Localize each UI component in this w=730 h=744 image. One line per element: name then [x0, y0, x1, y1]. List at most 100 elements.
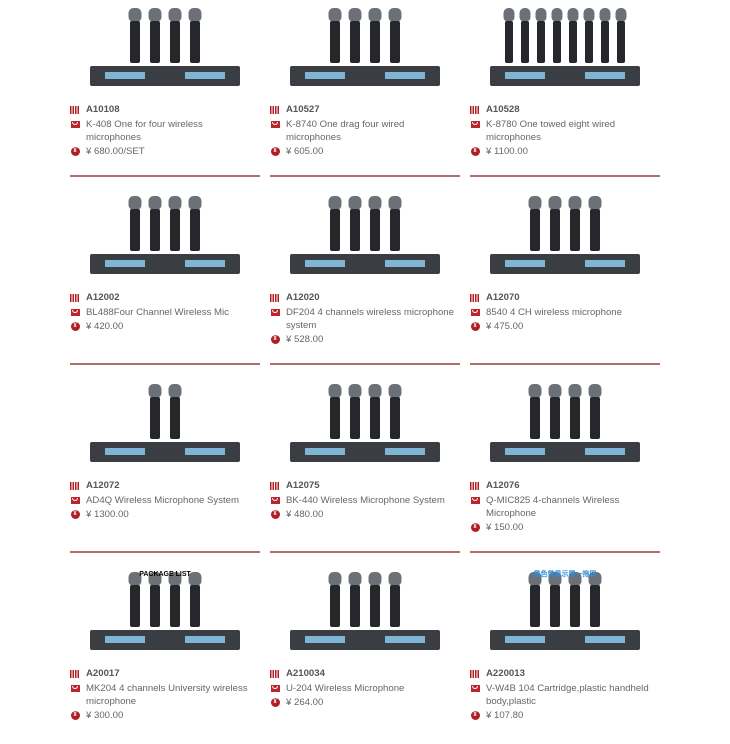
microphone — [348, 572, 362, 627]
receiver — [90, 66, 240, 86]
product-name[interactable]: DF204 4 channels wireless microphone sys… — [286, 306, 454, 331]
envelope-icon — [70, 496, 80, 505]
microphone — [128, 572, 142, 627]
receiver — [490, 630, 640, 650]
product-code: A10528 — [486, 104, 520, 115]
price-icon: ¥ — [270, 510, 280, 519]
product-image[interactable] — [270, 192, 460, 284]
barcode-icon — [70, 293, 80, 302]
product-image[interactable]: 黑色带显示屏一拖四 — [470, 568, 660, 660]
price-icon: ¥ — [470, 711, 480, 720]
product-code: A12076 — [486, 480, 520, 491]
microphone — [388, 572, 402, 627]
microphone — [168, 384, 182, 439]
product-image[interactable] — [470, 4, 660, 96]
product-name[interactable]: BL488Four Channel Wireless Mic — [86, 306, 229, 318]
product-image[interactable] — [270, 568, 460, 660]
product-code: A12002 — [86, 292, 120, 303]
product-name[interactable]: BK-440 Wireless Microphone System — [286, 494, 445, 506]
product-name[interactable]: Q-MIC825 4-channels Wireless Microphone — [486, 494, 620, 519]
envelope-icon — [70, 308, 80, 317]
product-code: A210034 — [286, 668, 325, 679]
product-image[interactable] — [470, 380, 660, 472]
envelope-icon — [70, 120, 80, 129]
envelope-icon — [470, 496, 480, 505]
microphone — [503, 8, 515, 63]
product-card[interactable]: A12002 BL488Four Channel Wireless Mic ¥¥… — [70, 188, 260, 368]
product-card[interactable]: A12072 AD4Q Wireless Microphone System ¥… — [70, 376, 260, 556]
price-icon: ¥ — [70, 147, 80, 156]
product-price: ¥ 605.00 — [286, 146, 324, 157]
receiver — [490, 66, 640, 86]
microphone — [128, 196, 142, 251]
microphone — [528, 384, 542, 439]
envelope-icon — [470, 684, 480, 693]
product-card[interactable]: A210034 U-204 Wireless Microphone ¥ ¥ 264… — [270, 564, 460, 744]
price-icon: ¥ — [270, 147, 280, 156]
product-name[interactable]: U-204 Wireless Microphone — [286, 682, 405, 694]
product-image[interactable] — [70, 380, 260, 472]
receiver — [490, 254, 640, 274]
price-icon: ¥ — [270, 698, 280, 707]
microphone — [168, 196, 182, 251]
microphone — [188, 196, 202, 251]
microphone — [583, 8, 595, 63]
barcode-icon — [270, 481, 280, 490]
microphone — [568, 384, 582, 439]
product-price: ¥ 264.00 — [286, 697, 324, 708]
product-price: ¥ 528.00 — [286, 334, 324, 345]
product-card[interactable]: A12020 DF204 4 channels wireless microph… — [270, 188, 460, 368]
microphone — [348, 196, 362, 251]
product-name[interactable]: MK204 4 channels University wireless mic… — [86, 682, 248, 707]
product-image[interactable] — [70, 4, 260, 96]
receiver — [290, 254, 440, 274]
product-image[interactable] — [470, 192, 660, 284]
product-card[interactable]: A12070 8540 4 CH wireless microphone ¥¥ … — [470, 188, 660, 368]
product-name[interactable]: K-8780 One towed eight wired microphones — [486, 118, 616, 143]
divider — [270, 175, 460, 177]
barcode-icon — [470, 481, 480, 490]
product-price: ¥ 475.00 — [486, 321, 524, 332]
microphone — [568, 572, 582, 627]
microphone — [368, 196, 382, 251]
receiver — [90, 630, 240, 650]
microphone — [168, 572, 182, 627]
price-icon: ¥ — [270, 335, 280, 344]
barcode-icon — [470, 105, 480, 114]
microphone — [348, 8, 362, 63]
price-icon: ¥ — [470, 322, 480, 331]
product-card[interactable]: A10527 K-8740 One drag four wired microp… — [270, 0, 460, 180]
product-card[interactable]: PACKAGE LIST A20017 MK204 4 channels Uni… — [70, 564, 260, 744]
envelope-icon — [470, 308, 480, 317]
microphone — [368, 8, 382, 63]
product-code: A12075 — [286, 480, 320, 491]
product-image[interactable]: PACKAGE LIST — [70, 568, 260, 660]
product-card[interactable]: A10108 K-408 One for four wireless micro… — [70, 0, 260, 180]
product-card[interactable]: A12076 Q-MIC825 4-channels Wireless Micr… — [470, 376, 660, 556]
microphone — [588, 572, 602, 627]
receiver — [90, 442, 240, 462]
product-code: A10527 — [286, 104, 320, 115]
microphone — [328, 8, 342, 63]
product-image[interactable] — [70, 192, 260, 284]
product-price: ¥ 107.80 — [486, 710, 524, 721]
product-card[interactable]: A12075 BK-440 Wireless Microphone System… — [270, 376, 460, 556]
product-name[interactable]: V-W4B 104 Cartridge,plastic handheld bod… — [486, 682, 649, 707]
product-name[interactable]: K-8740 One drag four wired microphones — [286, 118, 405, 143]
product-name[interactable]: K-408 One for four wireless microphones — [86, 118, 203, 143]
microphone — [551, 8, 563, 63]
microphone — [548, 384, 562, 439]
price-icon: ¥ — [470, 147, 480, 156]
product-name[interactable]: AD4Q Wireless Microphone System — [86, 494, 240, 506]
product-image[interactable] — [270, 4, 460, 96]
microphone — [368, 572, 382, 627]
microphone — [148, 572, 162, 627]
product-image[interactable] — [270, 380, 460, 472]
product-card[interactable]: 黑色带显示屏一拖四 A220013 V-W4B 104 Cartridge,pl… — [470, 564, 660, 744]
microphone — [615, 8, 627, 63]
product-card[interactable]: A10528 K-8780 One towed eight wired micr… — [470, 0, 660, 180]
product-name[interactable]: 8540 4 CH wireless microphone — [486, 306, 622, 318]
barcode-icon — [70, 105, 80, 114]
envelope-icon — [270, 308, 280, 317]
microphone — [548, 572, 562, 627]
